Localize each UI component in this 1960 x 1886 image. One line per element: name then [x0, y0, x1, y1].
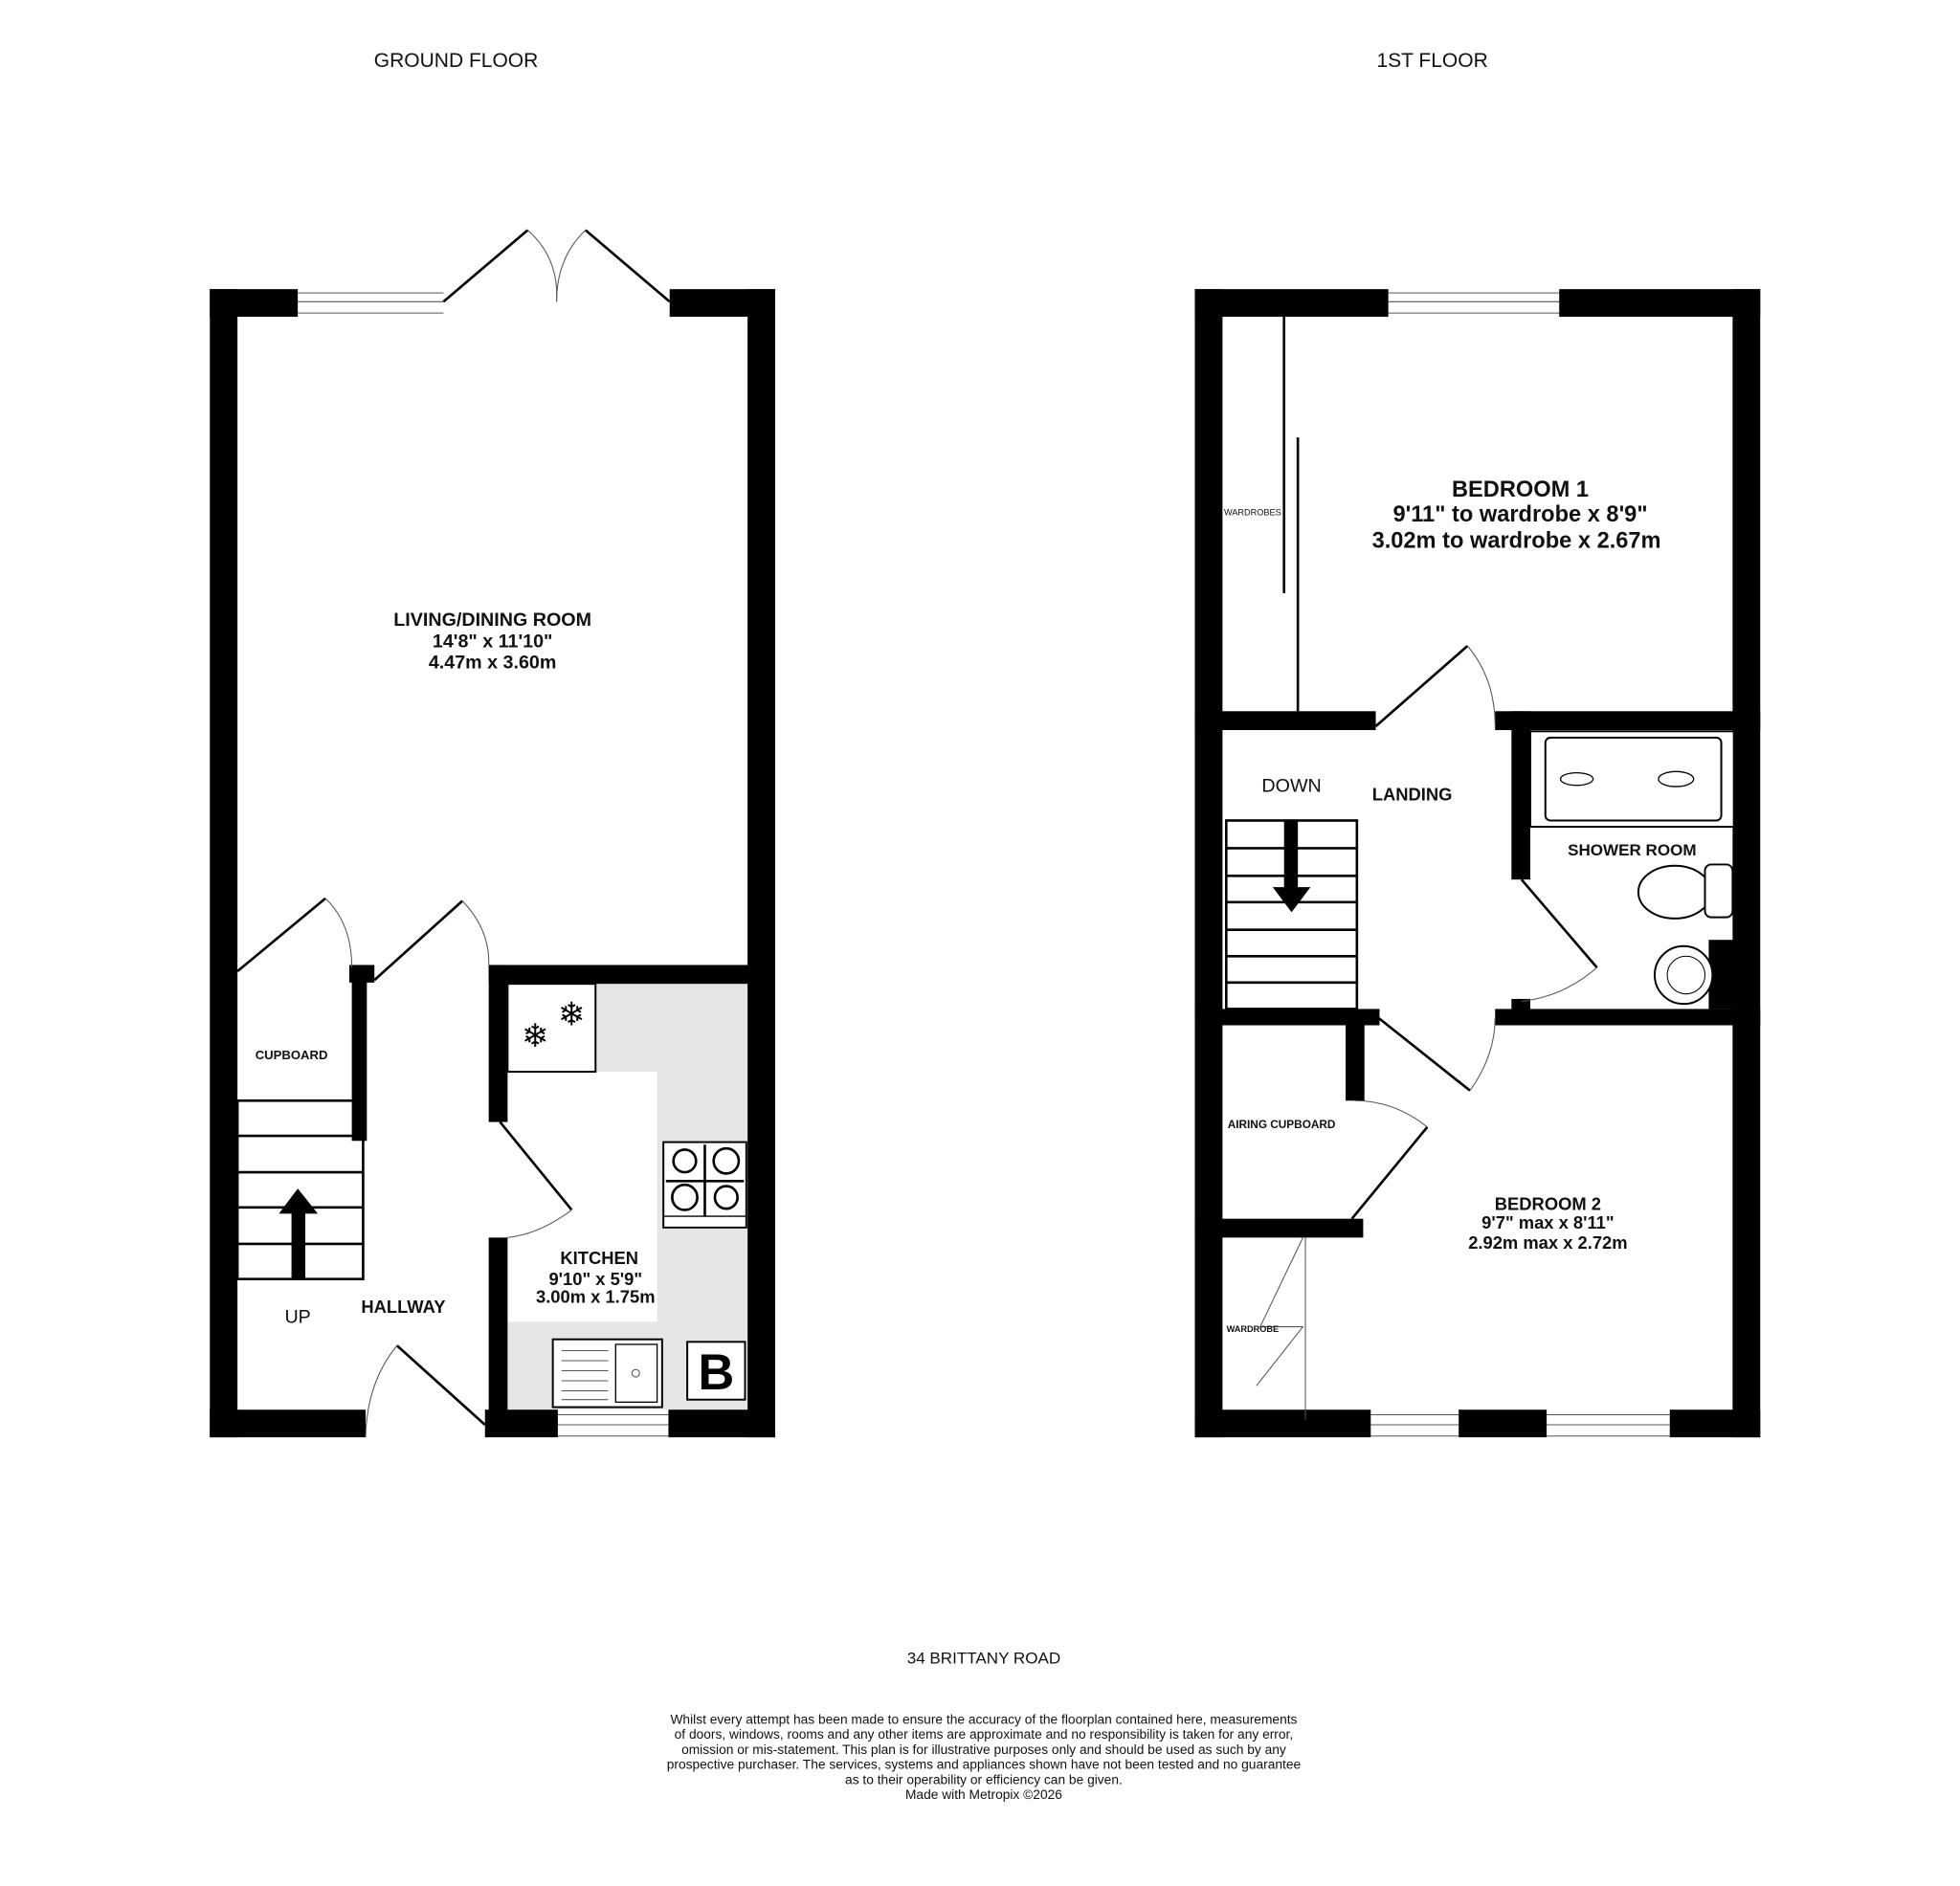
door: [373, 899, 490, 982]
wardrobe-door: [1256, 1237, 1306, 1420]
front-door: [365, 1344, 486, 1438]
wardrobe-label: WARDROBE: [1227, 1324, 1280, 1334]
door: [1520, 878, 1598, 1003]
living-room-metric: 4.47m x 3.60m: [429, 653, 557, 674]
kitchen-imperial: 9'10" x 5'9": [548, 1269, 642, 1289]
first-floor-title: 1ST FLOOR: [1376, 50, 1487, 72]
disclaimer-line: as to their operability or efficiency ca…: [845, 1772, 1123, 1786]
airing-cupboard-label: AIRING CUPBOARD: [1228, 1118, 1336, 1131]
door: [1377, 1016, 1496, 1092]
door: [236, 897, 353, 973]
window: [557, 1413, 669, 1437]
disclaimer: Whilst every attempt has been made to en…: [667, 1712, 1302, 1802]
ground-floor-title: GROUND FLOOR: [374, 50, 539, 72]
bedroom1-imperial: 9'11" to wardrobe x 8'9": [1392, 502, 1647, 527]
stairs-up: [235, 1098, 365, 1280]
hob: [662, 1141, 747, 1229]
disclaimer-line: prospective purchaser. The services, sys…: [667, 1758, 1302, 1772]
window: [1370, 1413, 1459, 1437]
boiler-symbol: B: [698, 1344, 734, 1401]
walls: [210, 289, 776, 1438]
first-floor-plan: BEDROOM 1 9'11" to wardrobe x 8'9" 3.02m…: [1194, 289, 1761, 1438]
boiler: B: [686, 1341, 746, 1401]
door: [1350, 1099, 1429, 1220]
living-room-imperial: 14'8" x 11'10": [433, 631, 552, 652]
stairs-down: [1225, 819, 1359, 1010]
disclaimer-line: Whilst every attempt has been made to en…: [670, 1712, 1297, 1726]
bedroom1-name: BEDROOM 1: [1452, 477, 1589, 502]
bedroom2-imperial: 9'7" max x 8'11": [1481, 1212, 1614, 1232]
snowflake-icon: ❄: [558, 996, 586, 1032]
shower-tray: [1529, 730, 1735, 829]
wardrobe-doors: [1282, 317, 1300, 712]
window: [1547, 1413, 1670, 1437]
stairs-up-label: UP: [284, 1307, 310, 1328]
wardrobes-label: WARDROBES: [1224, 507, 1281, 517]
arrow-down-icon: [1272, 887, 1311, 913]
sink: [551, 1338, 663, 1409]
living-room-name: LIVING/DINING ROOM: [393, 610, 591, 631]
fridge-freezer: ❄ ❄: [506, 983, 597, 1074]
door: [1374, 645, 1496, 728]
arrow-up-icon: [278, 1188, 319, 1214]
hallway-label: HALLWAY: [361, 1297, 445, 1317]
cupboard-label: CUPBOARD: [256, 1048, 328, 1062]
landing-label: LANDING: [1372, 784, 1453, 804]
walls: [1194, 289, 1761, 1438]
kitchen-name: KITCHEN: [560, 1248, 638, 1268]
disclaimer-line: Made with Metropix ©2026: [905, 1787, 1062, 1802]
toilet: [1637, 863, 1734, 920]
ground-floor-plan: ❄ ❄ B LIVING/DINING ROOM 14'8" x 11'10" …: [210, 229, 776, 1438]
bedroom1-metric: 3.02m to wardrobe x 2.67m: [1372, 529, 1661, 554]
french-doors: [442, 229, 671, 303]
disclaimer-line: of doors, windows, rooms and any other i…: [675, 1727, 1294, 1742]
basin: [1654, 944, 1714, 1006]
bedroom2-metric: 2.92m max x 2.72m: [1468, 1232, 1627, 1253]
window: [1388, 292, 1560, 314]
window: [298, 292, 444, 314]
disclaimer-line: omission or mis-statement. This plan is …: [681, 1742, 1286, 1757]
bedroom2-name: BEDROOM 2: [1495, 1193, 1601, 1213]
shower-room-label: SHOWER ROOM: [1568, 841, 1696, 859]
door: [499, 1121, 573, 1238]
stairs-down-label: DOWN: [1261, 775, 1321, 796]
snowflake-icon: ❄: [522, 1018, 549, 1054]
address: 34 BRITTANY ROAD: [907, 1649, 1060, 1667]
kitchen-metric: 3.00m x 1.75m: [536, 1287, 656, 1307]
